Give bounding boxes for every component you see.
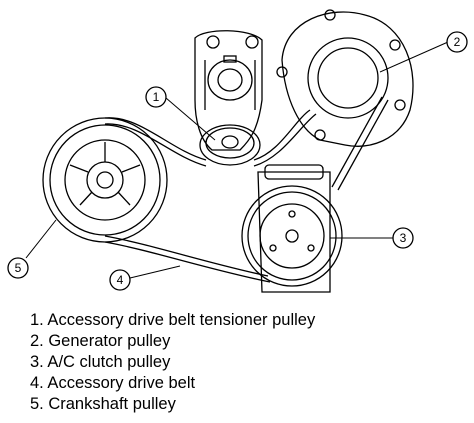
- callout-circles: [7, 31, 468, 291]
- legend-item-4: 4. Accessory drive belt: [30, 374, 196, 392]
- legend-item-3: 3. A/C clutch pulley: [30, 353, 171, 371]
- callout-2: 2: [454, 35, 461, 49]
- generator-pulley: [276, 9, 414, 147]
- legend-item-2: 2. Generator pulley: [30, 332, 171, 350]
- callout-4: 4: [117, 273, 124, 287]
- callout-1: 1: [153, 90, 160, 104]
- tensioner-pulley: [199, 124, 261, 166]
- legend-item-5: 5. Crankshaft pulley: [30, 395, 176, 413]
- ac-clutch-pulley: [241, 164, 343, 293]
- callout-5: 5: [15, 261, 22, 275]
- leader-lines: [25, 41, 449, 279]
- accessory-drive-belt: [104, 96, 389, 283]
- belt-routing-diagram: 1 2 3 4 5: [7, 9, 468, 293]
- crankshaft-pulley: [42, 117, 168, 243]
- legend-item-1: 1. Accessory drive belt tensioner pulley: [30, 311, 316, 329]
- legend-list: 1. Accessory drive belt tensioner pulley…: [30, 310, 315, 415]
- callout-3: 3: [400, 231, 407, 245]
